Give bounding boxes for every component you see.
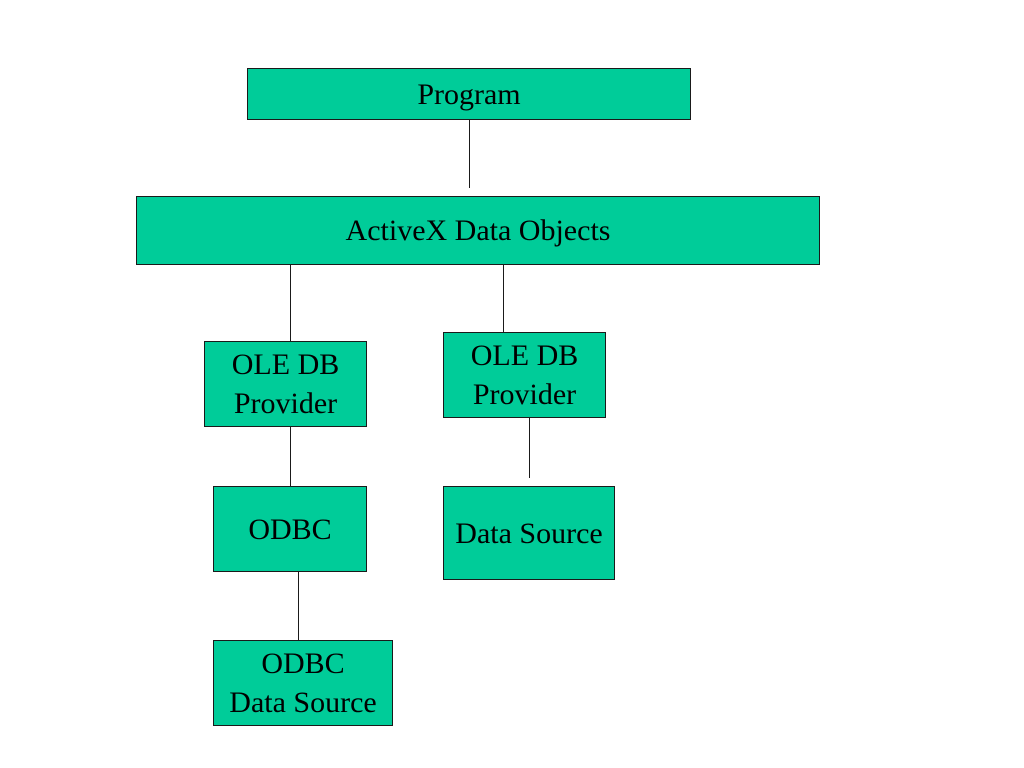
oledb-provider-right-box: OLE DB Provider [443, 332, 606, 418]
connector-oledb-left-to-odbc [290, 427, 291, 486]
connector-program-to-ado [469, 120, 470, 188]
data-source-box: Data Source [443, 486, 615, 580]
activex-data-objects-box: ActiveX Data Objects [136, 196, 820, 265]
connector-ado-to-oledb-right [503, 265, 504, 332]
oledb-provider-left-box: OLE DB Provider [204, 341, 367, 427]
connector-odbc-to-odbc-data-source [298, 572, 299, 640]
connector-oledb-right-to-data-source [529, 418, 530, 478]
odbc-box: ODBC [213, 486, 367, 572]
odbc-data-source-box: ODBC Data Source [213, 640, 393, 726]
program-box: Program [247, 68, 691, 120]
connector-ado-to-oledb-left [290, 265, 291, 341]
